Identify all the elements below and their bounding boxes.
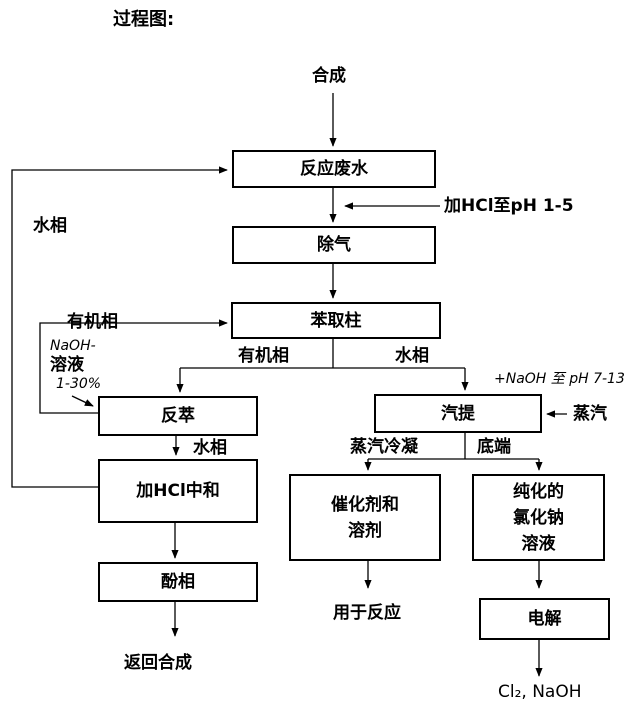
label-add-hcl: 加HCl至pH 1-5: [444, 196, 574, 216]
box-catalyst-solvent: 催化剂和 溶剂: [289, 474, 441, 561]
box-phenol-phase: 酚相: [98, 562, 258, 602]
box-degassing-label: 除气: [317, 235, 351, 255]
box-stripping-label: 汽提: [441, 403, 475, 424]
box-back-extraction-label: 反萃: [161, 406, 195, 426]
box-extraction-column-label: 苯取柱: [310, 310, 362, 331]
label-organic-phase-in: 有机相: [67, 312, 118, 332]
box-degassing: 除气: [232, 226, 436, 264]
label-for-reaction: 用于反应: [333, 603, 401, 623]
label-steam: 蒸汽: [573, 404, 607, 424]
box-extraction-column: 苯取柱: [231, 302, 441, 339]
box-electrolysis-label: 电解: [527, 609, 562, 629]
label-return-synthesis: 返回合成: [124, 653, 192, 673]
label-water-phase-down: 水相: [193, 438, 227, 458]
label-steam-condensate: 蒸汽冷凝: [350, 437, 418, 457]
box-reaction-wastewater: 反应废水: [232, 150, 436, 188]
label-bottom: 底端: [477, 437, 511, 457]
label-water-phase-recycle: 水相: [33, 216, 67, 236]
label-naoh-ph: +NaOH 至 pH 7-13: [494, 371, 625, 387]
box-stripping: 汽提: [374, 394, 542, 433]
page-title: 过程图:: [113, 9, 175, 30]
box-neutralize: 加HCl中和: [98, 459, 258, 523]
box-pure-nacl: 纯化的 氯化钠 溶液: [472, 474, 605, 561]
arrow-naoh-solution: [71, 395, 94, 407]
box-phenol-phase-label: 酚相: [161, 572, 195, 592]
label-organic-phase-out: 有机相: [238, 346, 289, 366]
arrow-recycle-water-phase: [11, 166, 228, 488]
label-naoh-solution-1: NaOH-: [50, 338, 96, 354]
box-pure-nacl-label: 纯化的 氯化钠 溶液: [513, 481, 564, 554]
label-products: Cl₂, NaOH: [498, 682, 582, 702]
start-label: 合成: [312, 66, 346, 86]
box-back-extraction: 反萃: [98, 396, 258, 436]
label-naoh-solution-3: 1-30%: [56, 376, 102, 392]
box-electrolysis: 电解: [479, 598, 610, 640]
box-reaction-wastewater-label: 反应废水: [300, 159, 368, 179]
arrow-organic-phase-recycle: [39, 319, 228, 414]
label-naoh-solution-2: 溶液: [50, 355, 84, 375]
box-catalyst-solvent-label: 催化剂和 溶剂: [331, 494, 399, 541]
label-water-phase-out: 水相: [395, 346, 429, 366]
box-neutralize-label: 加HCl中和: [136, 481, 220, 501]
